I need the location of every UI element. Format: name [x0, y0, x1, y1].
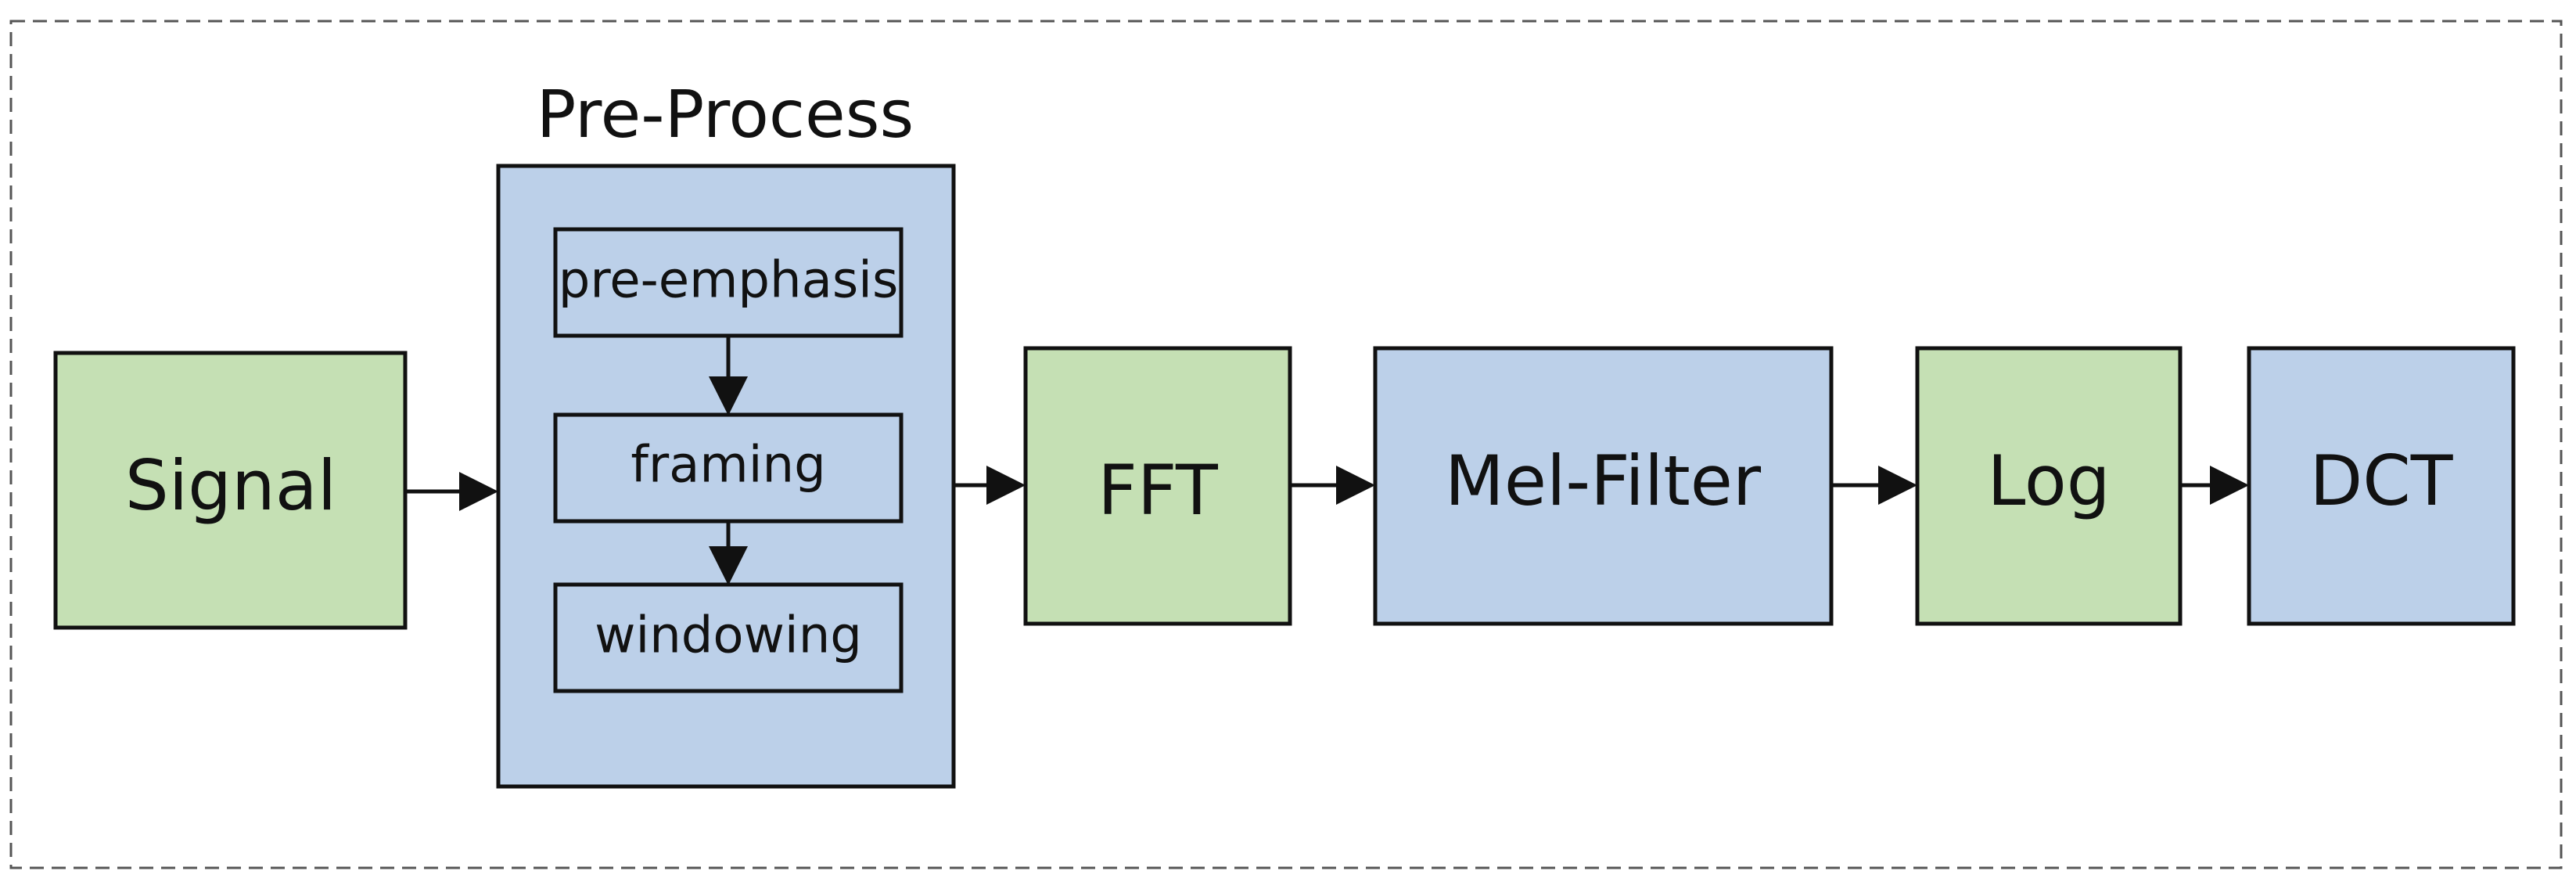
fft-block: FFT [1023, 346, 1292, 626]
dct-block: DCT [2247, 346, 2516, 626]
mel-filter-block: Mel-Filter [1373, 346, 1834, 626]
mel-filter-label: Mel-Filter [1445, 441, 1762, 521]
signal-box [53, 351, 408, 630]
preprocess-group: Pre-Process pre-emphasis framing windowi… [496, 76, 956, 789]
framing-label: framing [631, 437, 825, 495]
preprocess-box [496, 164, 956, 789]
pre-emphasis-label: pre-emphasis [559, 252, 899, 310]
outer-dashed-frame [9, 20, 2563, 869]
log-label: Log [1987, 441, 2110, 521]
log-box [1915, 346, 2183, 626]
signal-block: Signal [53, 351, 408, 630]
fft-box [1023, 346, 1292, 626]
signal-label: Signal [125, 445, 336, 526]
fft-label: FFT [1098, 450, 1219, 531]
windowing-label: windowing [595, 607, 862, 665]
dct-box [2247, 346, 2516, 626]
preprocess-title: Pre-Process [537, 76, 914, 153]
log-block: Log [1915, 346, 2183, 626]
mel-filter-box [1373, 346, 1834, 626]
dct-label: DCT [2310, 441, 2454, 521]
